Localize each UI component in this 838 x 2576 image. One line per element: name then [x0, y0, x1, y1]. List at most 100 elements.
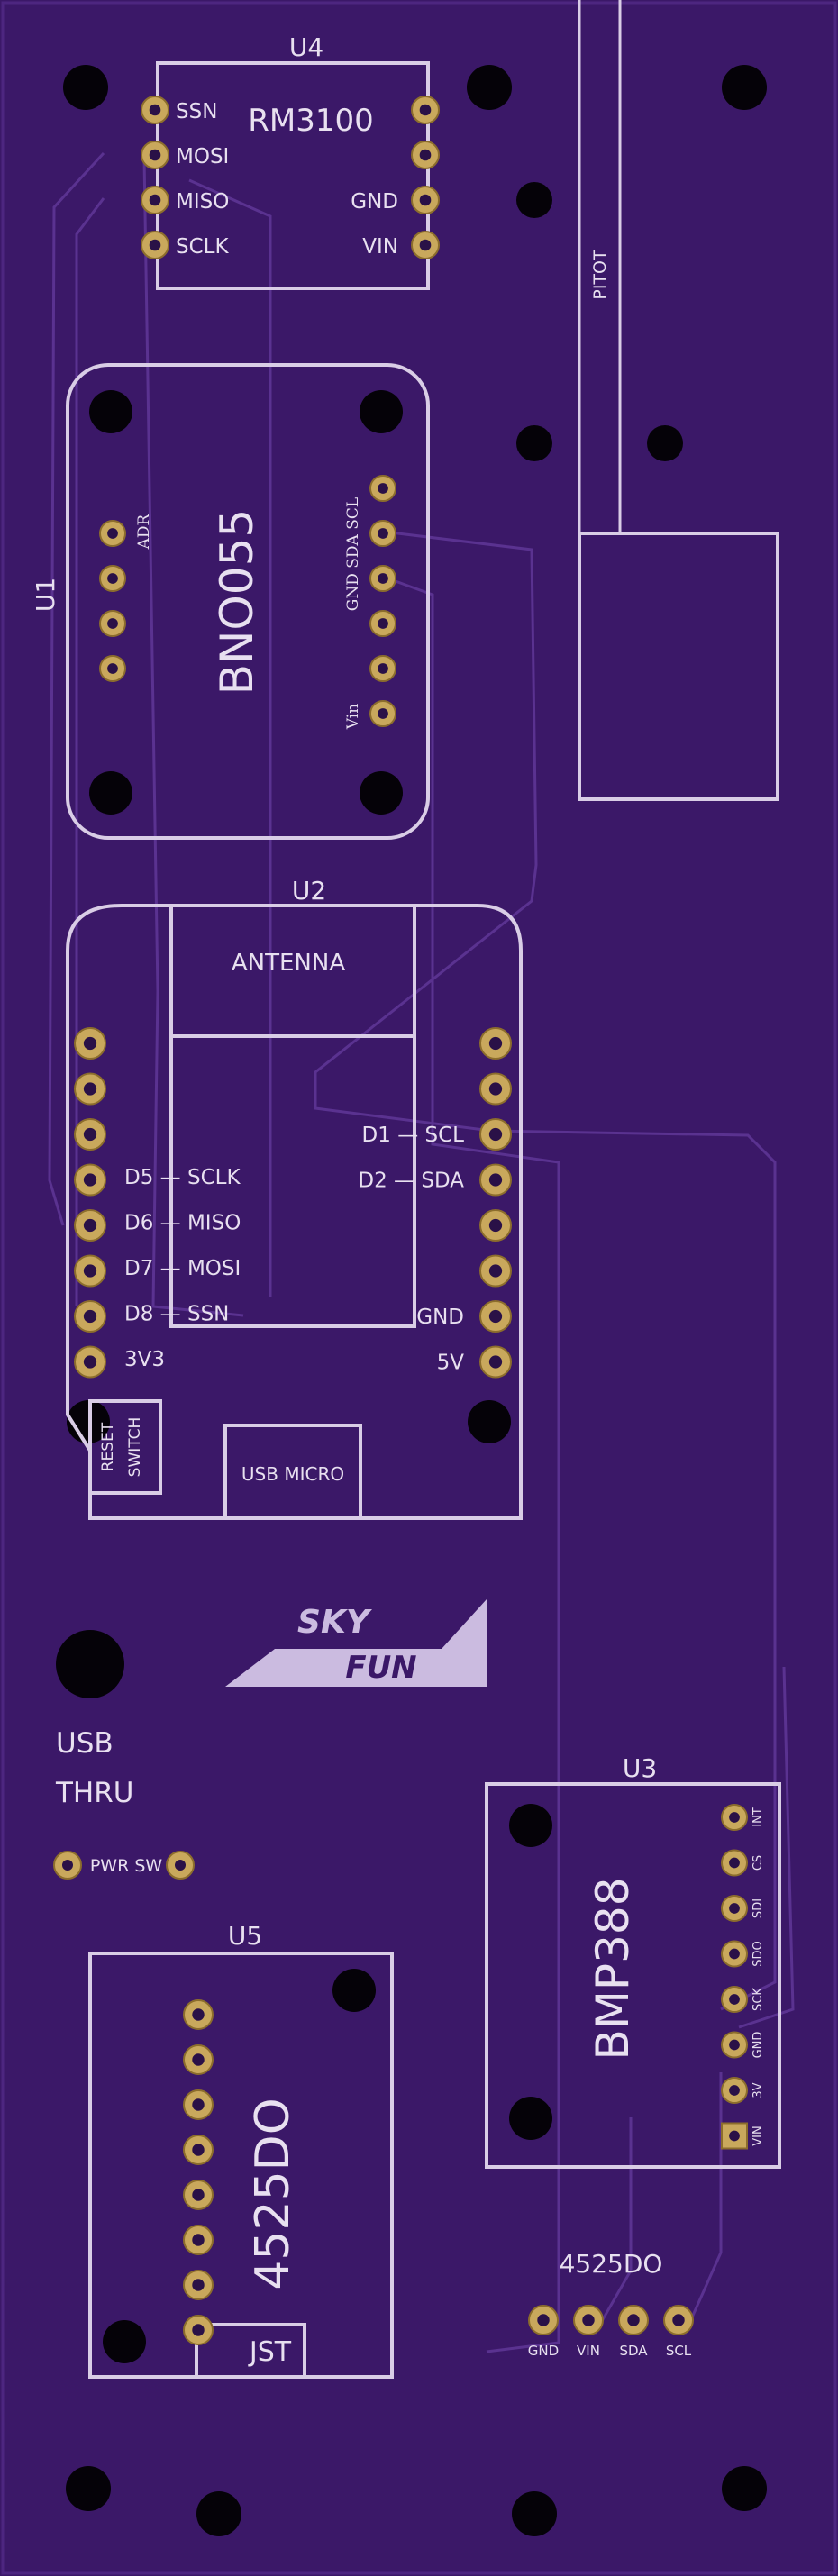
pad-hole	[378, 573, 388, 584]
u2-pin-label: D8 — SSN	[124, 1303, 229, 1326]
mounting-hole	[467, 65, 512, 110]
pad-hole	[83, 1218, 97, 1233]
u3-pin-label: SCK	[751, 1988, 765, 2011]
pad-hole	[175, 1860, 186, 1871]
pad-hole	[83, 1127, 97, 1142]
u2-usb-label: USB MICRO	[241, 1463, 344, 1485]
pad-hole	[488, 1082, 503, 1096]
pad-hole	[192, 2098, 205, 2111]
pad-hole	[378, 528, 388, 539]
u5-ref: U5	[228, 1921, 262, 1951]
u2-pin-label: D6 — MISO	[124, 1212, 241, 1235]
pad-hole	[107, 618, 118, 629]
pad-hole	[83, 1309, 97, 1324]
u5-pins	[183, 1999, 214, 2345]
u2-pin-label: D1 — SCL	[362, 1124, 465, 1147]
u2-antenna-label: ANTENNA	[232, 950, 345, 977]
pad-hole	[488, 1309, 503, 1324]
pad-hole	[192, 2144, 205, 2156]
mounting-hole	[103, 2320, 146, 2363]
copper-traces	[48, 151, 795, 2353]
pad-hole	[729, 1994, 740, 2005]
mounting-hole	[196, 2491, 241, 2536]
mounting-hole	[66, 2466, 111, 2511]
pad-hole	[83, 1173, 97, 1187]
u2-pin-label: D7 — MOSI	[124, 1257, 241, 1280]
u1-vin-label: Vin	[344, 704, 362, 730]
mounting-hole	[63, 65, 108, 110]
u5-jst-box	[195, 2323, 306, 2379]
pitot-sensor-outline	[578, 532, 779, 801]
pad-hole	[582, 2314, 595, 2326]
pad-hole	[192, 2324, 205, 2336]
u2-pin-label: D2 — SDA	[358, 1170, 464, 1193]
u2-switch-label: SWITCH	[126, 1417, 144, 1478]
u2-pin-label: GND	[416, 1306, 464, 1329]
logo-sky-text: SKY	[297, 1604, 373, 1641]
pad-hole	[192, 2234, 205, 2246]
pad-hole	[488, 1218, 503, 1233]
u3-pin-label: 3V	[751, 2082, 765, 2098]
mounting-hole	[56, 1630, 124, 1698]
u4-pin-label: VIN	[362, 235, 398, 259]
pitot-tube: PITOT	[578, 0, 779, 801]
u1-adr-label: ADR	[135, 513, 153, 550]
header-4525do-pin-label: VIN	[577, 2343, 600, 2359]
mounting-hole	[516, 182, 552, 218]
pad-hole	[729, 1812, 740, 1823]
u4-pin-label: SCLK	[176, 235, 229, 259]
u3-pin-label: CS	[751, 1855, 765, 1871]
mounting-holes	[56, 65, 767, 2536]
pad-hole	[149, 194, 161, 206]
logo-wedge	[225, 1599, 487, 1687]
pad-hole	[149, 239, 161, 251]
pad-hole	[729, 1903, 740, 1914]
pad-hole	[537, 2314, 550, 2326]
mounting-hole	[722, 2466, 767, 2511]
u5-jst-label: JST	[248, 2336, 292, 2368]
pad-hole	[149, 104, 161, 116]
pad-hole	[729, 2130, 740, 2142]
usb-thru-line2: THRU	[55, 1777, 133, 1809]
pad-hole	[729, 1948, 740, 1960]
u4-outline	[156, 61, 430, 290]
u4-pin-label: SSN	[176, 100, 217, 123]
u2-outline	[66, 904, 523, 1520]
pad-hole	[488, 1036, 503, 1051]
u1-left-pins	[99, 520, 126, 682]
mounting-hole	[516, 425, 552, 461]
u2-pin-label: 3V3	[124, 1348, 165, 1371]
mounting-hole	[647, 425, 683, 461]
mounting-hole	[360, 771, 403, 815]
u1-right-pins	[369, 475, 396, 727]
u1-name: BNO055	[211, 509, 263, 696]
u1-ref: U1	[31, 578, 60, 612]
pad-hole	[419, 149, 432, 161]
u4-ref: U4	[289, 32, 323, 62]
pad-hole	[729, 2085, 740, 2096]
u2-reset-switch-box	[88, 1399, 162, 1495]
pad-hole	[192, 2008, 205, 2021]
u2-usb-micro-box	[223, 1424, 362, 1520]
header-4525do-pin-label: SDA	[619, 2343, 648, 2359]
u3-ref: U3	[623, 1753, 657, 1783]
mounting-hole	[722, 65, 767, 110]
pwr-sw-label: PWR SW	[90, 1856, 163, 1876]
pad-hole	[62, 1860, 73, 1871]
mounting-hole	[509, 2097, 552, 2140]
mounting-hole	[332, 1969, 376, 2012]
u1-right-labels: GND SDA SCL	[344, 497, 362, 611]
logo-fun-text: FUN	[345, 1650, 416, 1686]
pad-hole	[83, 1264, 97, 1278]
mounting-hole	[509, 1804, 552, 1847]
header-4525do-title: 4525DO	[560, 2249, 663, 2279]
usb-thru-line1: USB	[56, 1727, 114, 1760]
pad-hole	[378, 708, 388, 719]
